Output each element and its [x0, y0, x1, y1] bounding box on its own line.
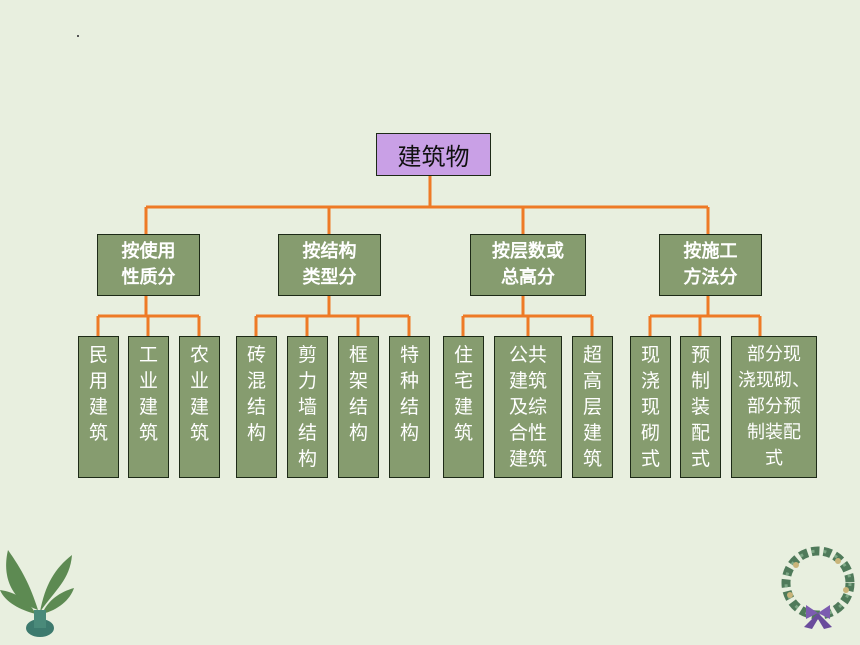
leaf-node: 框 架 结 构	[338, 336, 379, 478]
wreath-icon	[781, 546, 855, 629]
root-label: 建筑物	[397, 143, 470, 171]
root-node: 建筑物	[376, 133, 491, 176]
category-label: 按施工 方法分	[683, 241, 738, 288]
leaf-node: 特 种 结 构	[389, 336, 430, 478]
leaf-node: 民 用 建 筑	[78, 336, 119, 478]
leaf-label: 住 宅 建 筑	[453, 344, 473, 444]
leaf-label: 框 架 结 构	[348, 344, 368, 444]
leaf-label: 砖 混 结 构	[246, 344, 266, 444]
leaf-label: 民 用 建 筑	[88, 344, 108, 444]
category-label: 按层数或 总高分	[492, 241, 564, 288]
leaf-label: 公共 建筑 及综 合性 建筑	[508, 344, 547, 470]
leaf-label: 预 制 装 配 式	[690, 344, 710, 470]
leaf-label: 剪 力 墙 结 构	[297, 344, 317, 470]
leaf-node: 工 业 建 筑	[128, 336, 169, 478]
stray-dot	[77, 35, 79, 37]
leaf-node: 农 业 建 筑	[179, 336, 220, 478]
leaf-label: 特 种 结 构	[399, 344, 419, 444]
leaf-label: 现 浇 现 砌 式	[640, 344, 660, 470]
leaf-label: 超 高 层 建 筑	[582, 344, 602, 470]
leaf-node: 预 制 装 配 式	[680, 336, 721, 478]
leaf-node: 砖 混 结 构	[236, 336, 277, 478]
category-label: 按结构 类型分	[302, 241, 357, 288]
plant-icon	[0, 550, 74, 637]
leaf-node: 现 浇 现 砌 式	[630, 336, 671, 478]
leaf-node: 超 高 层 建 筑	[572, 336, 613, 478]
leaf-node: 公共 建筑 及综 合性 建筑	[494, 336, 562, 478]
leaf-label: 工 业 建 筑	[138, 344, 158, 444]
leaf-label: 部分现 浇现砌、 部分预 制装配 式	[738, 344, 810, 469]
category-node-construction: 按施工 方法分	[659, 234, 762, 296]
category-node-height: 按层数或 总高分	[470, 234, 586, 296]
category-label: 按使用 性质分	[121, 241, 176, 288]
leaf-label: 农 业 建 筑	[189, 344, 209, 444]
leaf-node: 部分现 浇现砌、 部分预 制装配 式	[731, 336, 817, 478]
category-node-structure: 按结构 类型分	[278, 234, 381, 296]
leaf-node: 住 宅 建 筑	[443, 336, 484, 478]
category-node-usage: 按使用 性质分	[97, 234, 200, 296]
leaf-node: 剪 力 墙 结 构	[287, 336, 328, 478]
